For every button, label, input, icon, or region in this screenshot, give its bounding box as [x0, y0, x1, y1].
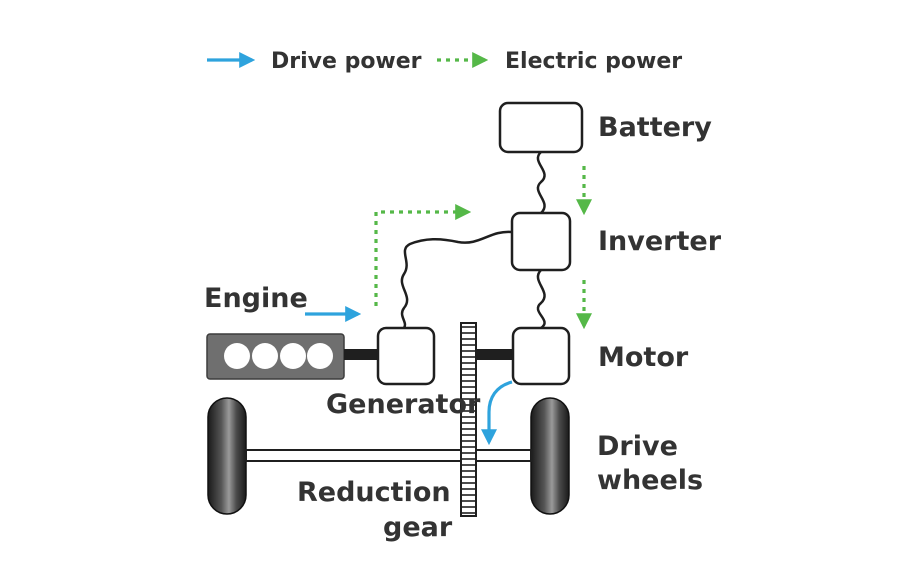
drive-power-legend-label: Drive power	[271, 49, 422, 74]
electric-power-legend-label: Electric power	[505, 49, 682, 74]
drive-wheels-label-line1: Drive	[597, 431, 678, 462]
engine-block	[206, 333, 345, 380]
reduction-gear-label-line2: gear	[383, 512, 453, 543]
inverter-label: Inverter	[598, 226, 722, 257]
drive-axle	[245, 449, 532, 462]
engine-generator-shaft	[344, 349, 378, 360]
generator-to-inverter-electric-arrow	[374, 204, 472, 306]
reduction-gear	[460, 322, 477, 517]
left-drive-wheel	[207, 397, 247, 515]
engine-label: Engine	[204, 283, 308, 314]
battery-box	[498, 101, 584, 154]
legend: Drive power Electric power	[207, 49, 682, 74]
battery-inverter-cable	[536, 151, 546, 214]
motor-to-wheels-drive-arrow	[481, 380, 513, 446]
motor-label: Motor	[598, 342, 689, 373]
battery-label: Battery	[598, 112, 712, 143]
motor-box	[511, 326, 571, 386]
generator-box	[376, 326, 436, 386]
right-drive-wheel	[530, 397, 570, 515]
generator-label: Generator	[326, 389, 481, 420]
inverter-box	[510, 211, 572, 272]
inverter-motor-cable	[536, 269, 546, 330]
reduction-gear-label-line1: Reduction	[297, 477, 451, 508]
inverter-generator-cable	[400, 230, 513, 329]
motor-gear-shaft	[476, 349, 513, 360]
drive-wheels-label-line2: wheels	[597, 465, 703, 496]
